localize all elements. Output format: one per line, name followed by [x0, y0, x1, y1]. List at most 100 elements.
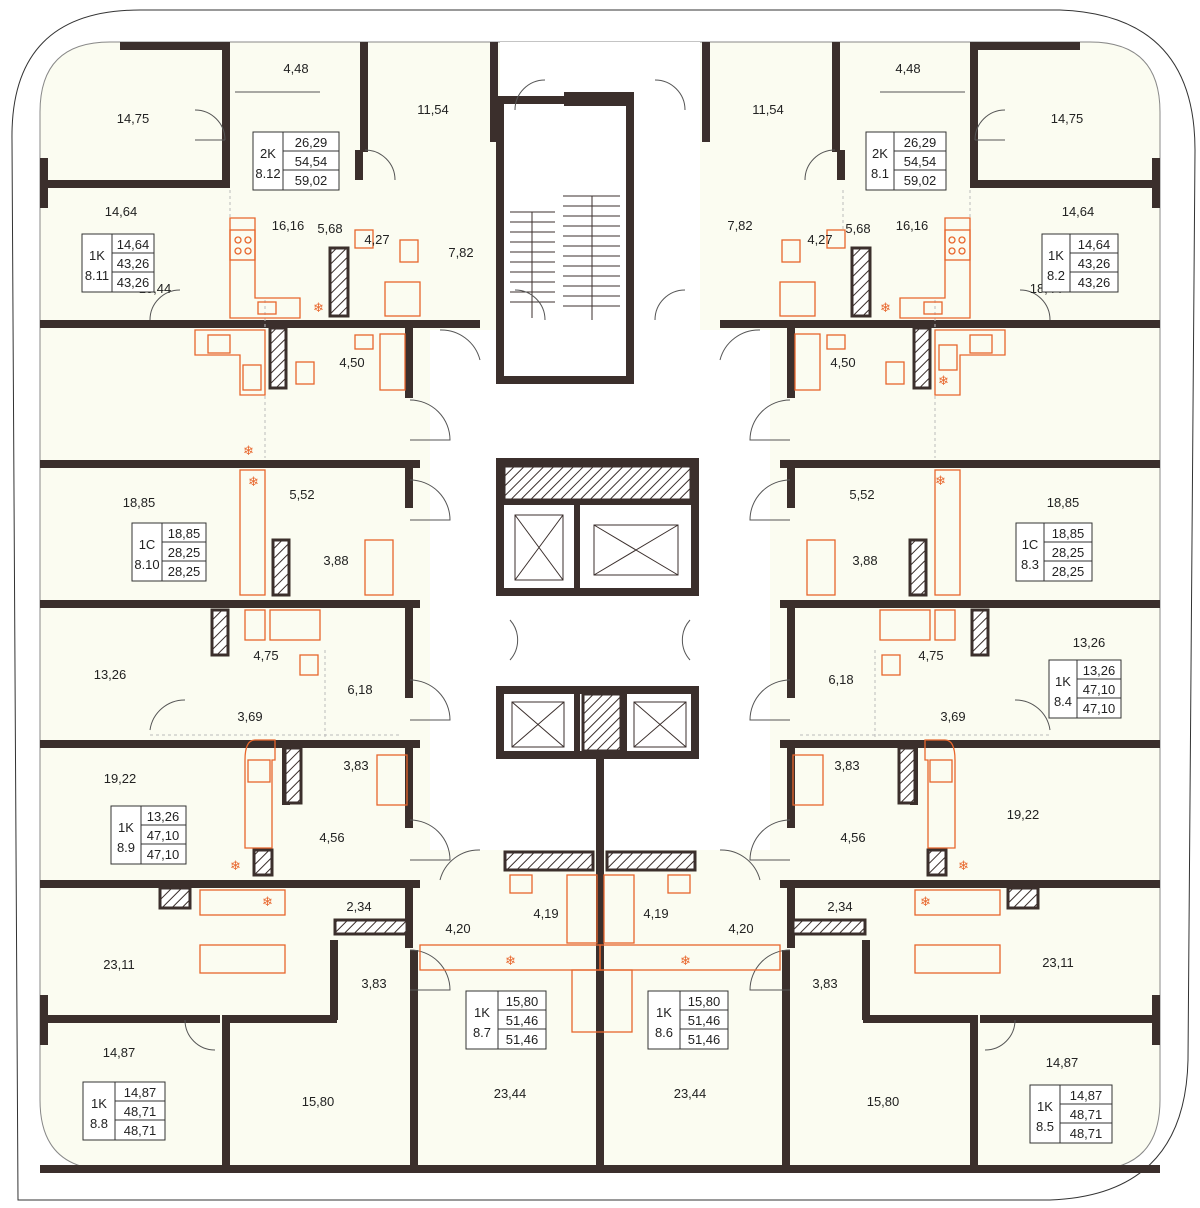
room-area-label: 6,18: [828, 672, 853, 687]
ventilation-shafts: [158, 246, 1040, 936]
svg-text:18,85: 18,85: [1052, 526, 1085, 541]
svg-text:❄: ❄: [243, 443, 254, 458]
svg-text:❄: ❄: [230, 858, 241, 873]
apartment-tag-8-6: 1K 8.6 15,80 51,46 51,46: [647, 990, 729, 1050]
svg-text:13,26: 13,26: [147, 809, 180, 824]
svg-text:8.8: 8.8: [90, 1116, 108, 1131]
room-area-label: 14,87: [103, 1045, 136, 1060]
room-area-label: 23,44: [494, 1086, 527, 1101]
svg-text:13,26: 13,26: [1083, 663, 1116, 678]
apartment-tag-8-10: 1C 8.10 18,85 28,25 28,25: [131, 522, 207, 582]
svg-text:48,71: 48,71: [124, 1104, 157, 1119]
svg-text:8.12: 8.12: [255, 166, 280, 181]
room-area-label: 3,69: [237, 709, 262, 724]
room-area-label: 3,69: [940, 709, 965, 724]
apartment-tag-8-8: 1K 8.8 14,87 48,71 48,71: [82, 1081, 166, 1141]
svg-text:14,87: 14,87: [1070, 1088, 1103, 1103]
svg-text:54,54: 54,54: [295, 154, 328, 169]
svg-text:54,54: 54,54: [904, 154, 937, 169]
svg-text:47,10: 47,10: [1083, 682, 1116, 697]
svg-text:1K: 1K: [656, 1005, 672, 1020]
room-area-label: 4,20: [728, 921, 753, 936]
svg-text:26,29: 26,29: [904, 135, 937, 150]
stair-core: [496, 92, 634, 384]
svg-text:14,87: 14,87: [124, 1085, 157, 1100]
svg-text:8.11: 8.11: [85, 268, 109, 283]
svg-text:51,46: 51,46: [506, 1013, 539, 1028]
svg-text:1K: 1K: [91, 1096, 107, 1111]
svg-text:43,26: 43,26: [1078, 256, 1111, 271]
room-area-label: 4,48: [283, 61, 308, 76]
room-area-label: 23,44: [674, 1086, 707, 1101]
room-area-label: 19,22: [104, 771, 137, 786]
room-area-label: 15,80: [302, 1094, 335, 1109]
room-area-label: 19,22: [1007, 807, 1040, 822]
room-area-label: 5,68: [845, 221, 870, 236]
svg-text:1C: 1C: [139, 537, 156, 552]
apartment-tag-8-4: 1K 8.4 13,26 47,10 47,10: [1048, 659, 1122, 719]
room-area-label: 7,82: [448, 245, 473, 260]
svg-text:26,29: 26,29: [295, 135, 328, 150]
room-area-label: 13,26: [1073, 635, 1106, 650]
svg-text:❄: ❄: [935, 473, 946, 488]
svg-text:1K: 1K: [1037, 1099, 1053, 1114]
room-area-label: 4,75: [918, 648, 943, 663]
room-area-label: 4,19: [533, 906, 558, 921]
room-area-label: 4,20: [445, 921, 470, 936]
svg-text:1K: 1K: [474, 1005, 490, 1020]
room-area-label: 4,75: [253, 648, 278, 663]
svg-text:28,25: 28,25: [1052, 564, 1085, 579]
apartment-tag-8-7: 1K 8.7 15,80 51,46 51,46: [465, 990, 547, 1050]
room-area-label: 18,85: [1047, 495, 1080, 510]
svg-text:1C: 1C: [1022, 537, 1039, 552]
svg-text:15,80: 15,80: [688, 994, 721, 1009]
room-area-label: 5,52: [289, 487, 314, 502]
apartment-tags: 2K 8.12 26,29 54,54 59,02 2K 8.1 26,29 5…: [81, 131, 1122, 1144]
room-area-label: 11,54: [417, 102, 449, 117]
svg-text:47,10: 47,10: [147, 828, 180, 843]
apartment-tag-8-3: 1C 8.3 18,85 28,25 28,25: [1015, 522, 1093, 582]
room-area-label: 5,68: [317, 221, 342, 236]
room-area-label: 7,82: [727, 218, 752, 233]
room-area-label: 16,16: [896, 218, 929, 233]
apartment-tag-8-5: 1K 8.5 14,87 48,71 48,71: [1029, 1084, 1113, 1144]
room-area-label: 5,52: [849, 487, 874, 502]
room-area-label: 4,50: [830, 355, 855, 370]
room-area-label: 2,34: [827, 899, 852, 914]
svg-text:8.4: 8.4: [1054, 694, 1072, 709]
svg-text:28,25: 28,25: [168, 564, 201, 579]
room-area-label: 4,56: [319, 830, 344, 845]
svg-text:8.2: 8.2: [1047, 268, 1065, 283]
room-area-label: 13,26: [94, 667, 127, 682]
svg-text:47,10: 47,10: [1083, 701, 1116, 716]
room-labels: 14,75 4,48 11,54 14,64 16,16 4,27 7,82 4…: [94, 61, 1106, 1109]
room-area-label: 4,19: [643, 906, 668, 921]
svg-text:43,26: 43,26: [117, 275, 150, 290]
svg-text:❄: ❄: [680, 953, 691, 968]
room-area-label: 3,83: [361, 976, 386, 991]
svg-text:48,71: 48,71: [1070, 1126, 1103, 1141]
svg-text:8.9: 8.9: [117, 840, 135, 855]
room-area-label: 4,48: [895, 61, 920, 76]
room-area-label: 4,27: [807, 232, 832, 247]
svg-text:1K: 1K: [1055, 674, 1071, 689]
svg-text:❄: ❄: [880, 300, 891, 315]
svg-text:59,02: 59,02: [295, 173, 328, 188]
svg-text:8.1: 8.1: [871, 166, 889, 181]
room-area-label: 3,88: [323, 553, 348, 568]
room-area-label: 14,64: [105, 204, 138, 219]
room-area-label: 3,83: [834, 758, 859, 773]
apartment-tag-8-1: 2K 8.1 26,29 54,54 59,02: [865, 131, 947, 191]
room-area-label: 6,18: [347, 682, 372, 697]
svg-text:❄: ❄: [938, 373, 949, 388]
svg-text:❄: ❄: [505, 953, 516, 968]
room-area-label: 15,80: [867, 1094, 900, 1109]
svg-text:8.3: 8.3: [1021, 557, 1039, 572]
room-area-label: 14,75: [117, 111, 150, 126]
svg-text:51,46: 51,46: [506, 1032, 539, 1047]
apartment-tag-8-12: 2K 8.12 26,29 54,54 59,02: [252, 131, 340, 191]
svg-text:1K: 1K: [118, 820, 134, 835]
svg-text:14,64: 14,64: [117, 237, 150, 252]
svg-text:43,26: 43,26: [1078, 275, 1111, 290]
